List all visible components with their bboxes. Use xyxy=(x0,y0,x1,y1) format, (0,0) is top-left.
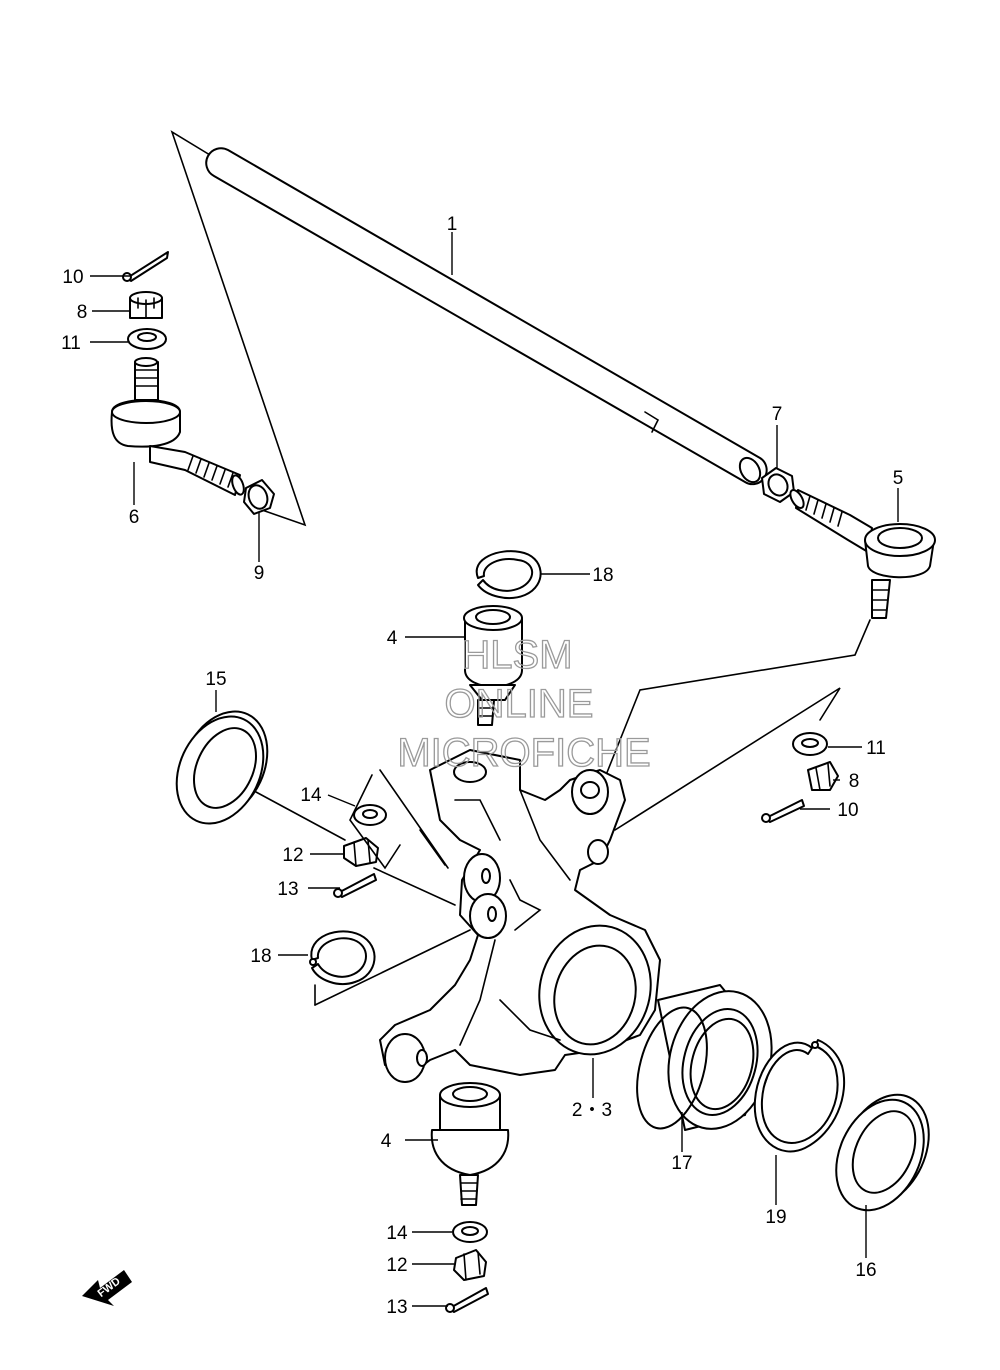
callout-9: 9 xyxy=(254,563,265,584)
tie-rod-end-bracket-right xyxy=(599,619,871,831)
oil-seal-large[interactable] xyxy=(160,697,284,837)
callout-10-right: 10 xyxy=(837,800,858,821)
watermark-line3: MICROFICHE xyxy=(397,731,650,775)
callout-6: 6 xyxy=(129,507,140,528)
tie-rod-end-right[interactable] xyxy=(788,488,936,619)
washer-right[interactable] xyxy=(792,732,828,756)
callout-8-right: 8 xyxy=(849,771,860,792)
callout-2-3: 2・3 xyxy=(572,1100,612,1121)
watermark-line1: HLSM xyxy=(461,633,572,677)
callout-4-lower: 4 xyxy=(381,1131,392,1152)
callout-5: 5 xyxy=(893,468,904,489)
callout-15: 15 xyxy=(205,669,226,690)
callout-14-lower: 14 xyxy=(386,1223,408,1244)
fwd-arrow-icon: FWD xyxy=(82,1270,132,1306)
cotter-pin-upper[interactable] xyxy=(333,873,377,898)
callout-11-right: 11 xyxy=(866,738,886,759)
snap-ring[interactable] xyxy=(753,1039,846,1153)
castle-nut-upper[interactable] xyxy=(343,837,379,867)
callout-7: 7 xyxy=(772,404,783,425)
callout-8-left: 8 xyxy=(77,302,88,323)
tie-rod[interactable] xyxy=(205,147,768,486)
callout-18-lower: 18 xyxy=(250,946,271,967)
circlip-lower[interactable] xyxy=(309,930,376,986)
lock-nut-left[interactable] xyxy=(243,479,275,515)
castle-nut-left[interactable] xyxy=(129,291,163,319)
callout-13-upper: 13 xyxy=(277,879,298,900)
callout-18-upper: 18 xyxy=(592,565,613,586)
ball-joint-lower[interactable] xyxy=(430,1082,510,1206)
callout-12-upper: 12 xyxy=(282,845,303,866)
circlip-upper[interactable] xyxy=(475,550,542,599)
washer-small-lower[interactable] xyxy=(452,1221,488,1243)
cotter-pin-lower[interactable] xyxy=(445,1287,489,1313)
castle-nut-lower[interactable] xyxy=(453,1249,487,1281)
tie-rod-end-bracket-left xyxy=(170,130,307,527)
oil-seal-outer[interactable] xyxy=(819,1081,946,1225)
callout-19: 19 xyxy=(765,1207,786,1228)
watermark-line2: ONLINE xyxy=(445,682,594,726)
castle-nut-right[interactable] xyxy=(807,761,839,791)
steering-knuckle[interactable] xyxy=(379,749,665,1083)
callout-labels: 1 10 8 11 6 9 7 5 18 4 15 11 8 10 14 12 … xyxy=(61,214,903,1318)
callout-14-upper: 14 xyxy=(300,785,322,806)
washer-left[interactable] xyxy=(127,328,167,350)
callout-17: 17 xyxy=(671,1153,692,1174)
callout-10-left: 10 xyxy=(62,267,83,288)
callout-13-lower: 13 xyxy=(386,1297,407,1318)
callout-11-left: 11 xyxy=(61,333,81,354)
cotter-pin-right[interactable] xyxy=(761,799,805,823)
assembly-lines xyxy=(255,769,471,1006)
cotter-pin-left[interactable] xyxy=(122,251,169,282)
callout-1: 1 xyxy=(447,214,458,235)
callout-16: 16 xyxy=(855,1260,876,1281)
callout-leaders xyxy=(90,232,899,1307)
callout-4-upper: 4 xyxy=(387,628,398,649)
wheel-bearing[interactable] xyxy=(625,979,786,1140)
washer-small-upper[interactable] xyxy=(353,804,387,826)
callout-12-lower: 12 xyxy=(386,1255,407,1276)
watermark: HLSM ONLINE MICROFICHE xyxy=(397,632,652,775)
ball-joint-upper[interactable] xyxy=(463,605,523,726)
tie-rod-end-left[interactable] xyxy=(110,357,247,496)
